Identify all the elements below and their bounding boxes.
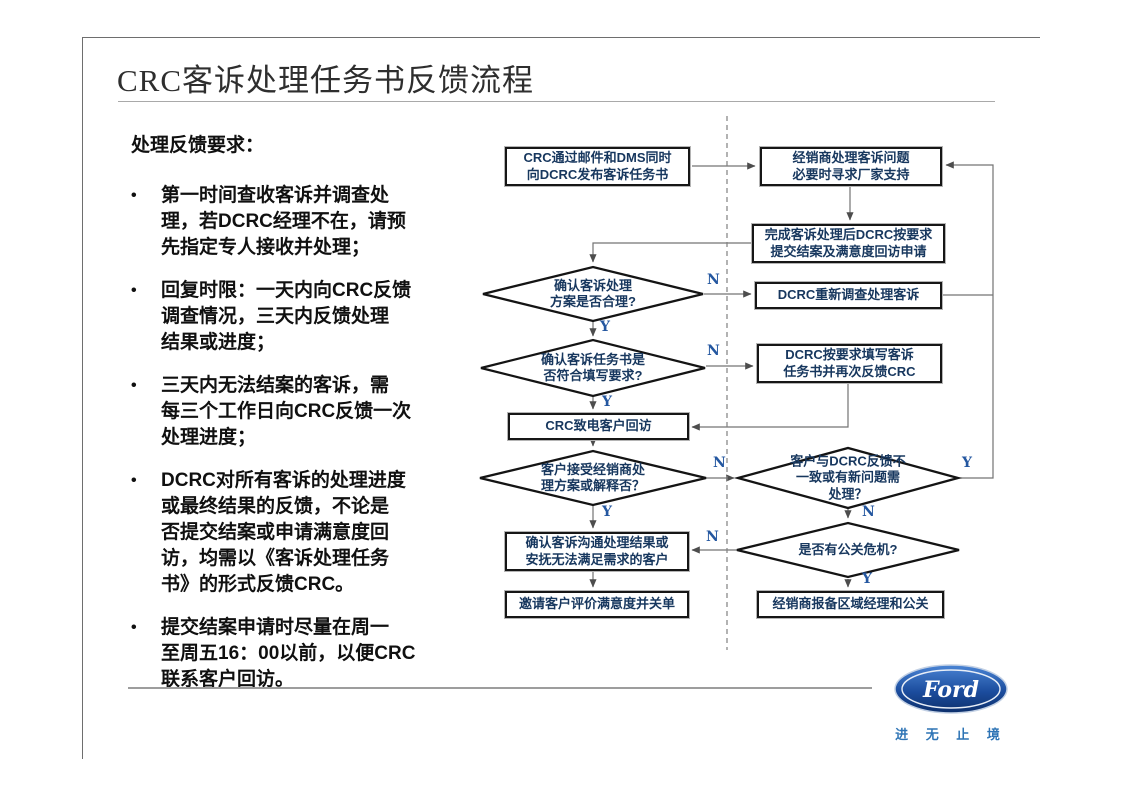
- decision-form-ok-label: 确认客诉任务书是 否符合填写要求?: [540, 351, 645, 383]
- bullet-text: 提交结案申请时尽量在周一 至周五16：00以前，以便CRC 联系客户回访。: [161, 617, 416, 690]
- list-item: • 提交结案申请时尽量在周一 至周五16：00以前，以便CRC 联系客户回访。: [131, 615, 449, 693]
- decision-plan-ok-label: 确认客诉处理 方案是否合理?: [550, 277, 636, 309]
- bullet-text: 第一时间查收客诉并调查处 理，若DCRC经理不在，请预 先指定专人接收并处理；: [161, 185, 406, 258]
- bullet-icon: •: [131, 472, 137, 489]
- edge-label-n4: N: [862, 504, 875, 520]
- edge-label-n3: N: [713, 455, 726, 471]
- bullet-text: 回复时限：一天内向CRC反馈 调查情况，三天内反馈处理 结果或进度；: [161, 280, 412, 353]
- node-submit-close: 完成客诉处理后DCRC按要求 提交结案及满意度回访申请: [751, 223, 946, 264]
- bullet-icon: •: [131, 187, 137, 204]
- title-divider: [118, 101, 995, 102]
- node-refill-form: DCRC按要求填写客诉 任务书并再次反馈CRC: [756, 343, 943, 384]
- decision-mismatch-label: 客户与DCRC反馈不 一致或有新问题需 处理？: [790, 453, 906, 502]
- edge-label-y2: Y: [602, 394, 612, 410]
- node-re-investigate: DCRC重新调查处理客诉: [754, 281, 943, 310]
- node-crc-callback: CRC致电客户回访: [507, 412, 690, 441]
- list-item: • 回复时限：一天内向CRC反馈 调查情况，三天内反馈处理 结果或进度；: [131, 278, 449, 356]
- bullet-icon: •: [131, 282, 137, 299]
- node-report-pr: 经销商报备区域经理和公关: [756, 590, 945, 619]
- page-title: CRC客诉处理任务书反馈流程: [117, 63, 535, 98]
- node-dealer-handle: 经销商处理客诉问题 必要时寻求厂家支持: [759, 146, 943, 187]
- decision-customer-accept-label: 客户接受经销商处 理方案或解释否？: [540, 461, 645, 493]
- node-crc-publish: CRC通过邮件和DMS同时 向DCRC发布客诉任务书: [504, 146, 691, 187]
- bullet-icon: •: [131, 619, 137, 636]
- bullet-icon: •: [131, 377, 137, 394]
- edge-label-n2: N: [707, 343, 720, 359]
- ford-wordmark: Ford: [922, 677, 979, 703]
- edge-label-y1: Y: [600, 319, 610, 335]
- slide-left-border: [82, 37, 83, 759]
- list-item: • 三天内无法结案的客诉，需 每三个工作日向CRC反馈一次 处理进度；: [131, 373, 449, 451]
- bullet-text: DCRC对所有客诉的处理进度 或最终结果的反馈，不论是 否提交结案或申请满意度回…: [161, 470, 406, 595]
- node-invite-rating: 邀请客户评价满意度并关单: [504, 590, 690, 619]
- edge-label-n1: N: [707, 272, 720, 288]
- node-confirm-result: 确认客诉沟通处理结果或 安抚无法满足需求的客户: [504, 531, 690, 572]
- slide-top-border: [82, 37, 1040, 38]
- ford-oval-icon: Ford: [894, 664, 1008, 714]
- edge-label-y3: Y: [602, 504, 612, 520]
- notes-heading: 处理反馈要求：: [131, 135, 265, 156]
- list-item: • 第一时间查收客诉并调查处 理，若DCRC经理不在，请预 先指定专人接收并处理…: [131, 183, 449, 261]
- ford-slogan: 进 无 止 境: [895, 727, 1007, 742]
- footer-divider: [128, 687, 872, 689]
- list-item: • DCRC对所有客诉的处理进度 或最终结果的反馈，不论是 否提交结案或申请满意…: [131, 468, 449, 598]
- notes-panel: 处理反馈要求： • 第一时间查收客诉并调查处 理，若DCRC经理不在，请预 先指…: [131, 130, 449, 710]
- bullet-text: 三天内无法结案的客诉，需 每三个工作日向CRC反馈一次 处理进度；: [161, 375, 412, 448]
- edge-label-y5: Y: [862, 571, 872, 587]
- edge-label-n5: N: [706, 529, 719, 545]
- decision-pr-crisis-label: 是否有公关危机?: [798, 541, 898, 557]
- edge-label-y4: Y: [962, 455, 972, 471]
- ford-logo: Ford 进 无 止 境: [889, 663, 1013, 743]
